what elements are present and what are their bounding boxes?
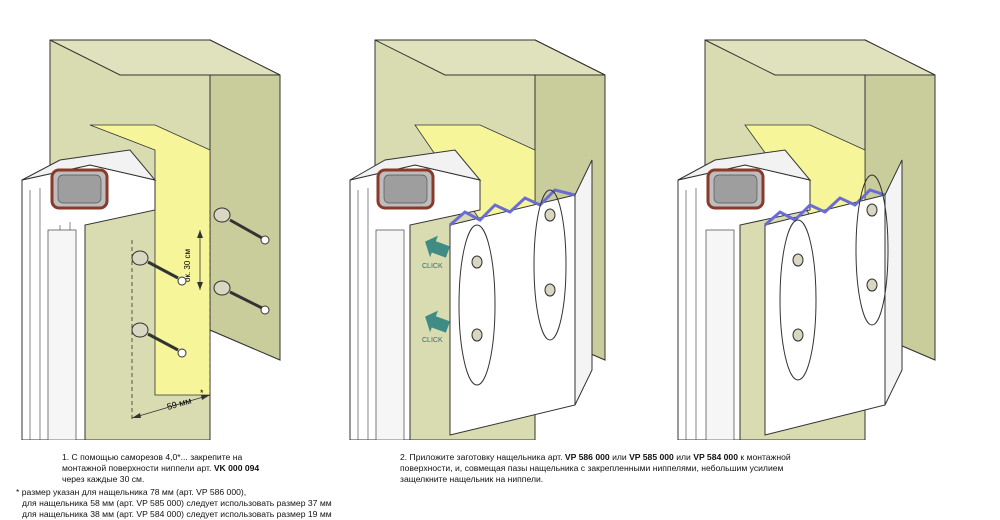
- step2-illustration: CLICK CLICK: [330, 0, 670, 440]
- arrow-icon: [425, 310, 450, 333]
- dimension-vertical: ок. 30 см: [183, 249, 192, 282]
- cover-strip-rail: [449, 188, 576, 227]
- highlight-ellipse-left: [458, 224, 496, 386]
- cover-code-1: VP 586 000: [564, 452, 610, 462]
- nipple-article-code: VK 000 094: [213, 463, 260, 473]
- cover-strip-front: [449, 194, 576, 436]
- cover-strip-front: [764, 194, 886, 436]
- nipple-screw-1: [213, 207, 270, 245]
- arrow-icon: [425, 235, 450, 258]
- dimension-star: *: [200, 388, 204, 398]
- wall-top: [374, 39, 606, 76]
- nipple-screw-2: [131, 250, 187, 286]
- step1-illustration: 59 мм * ок. 30 см: [0, 0, 330, 440]
- click-label-top: CLICK: [422, 263, 443, 270]
- highlight-ellipse-right: [855, 174, 889, 326]
- footnote: * размер указан для нащельника 78 мм (ар…: [16, 487, 332, 519]
- highlight-ellipse-left: [779, 219, 817, 381]
- cover-code-2: VP 585 000: [629, 452, 674, 462]
- nipple-screw-4: [131, 322, 187, 358]
- wall-top: [49, 39, 281, 76]
- cover-strip-rail: [764, 188, 886, 227]
- step2-caption: 2. Приложите заготовку нащельника арт. V…: [400, 452, 791, 484]
- wall-top: [704, 39, 936, 76]
- step3-illustration: [670, 0, 1000, 440]
- highlight-ellipse-right: [533, 189, 567, 341]
- click-label-bottom: CLICK: [422, 337, 443, 344]
- wall-side: [209, 39, 281, 361]
- cover-code-3: VP 584 000: [693, 452, 738, 462]
- step1-caption: 1. С помощью саморезов 4,0*... закрепите…: [62, 452, 260, 484]
- nipple-screw-3: [213, 280, 270, 315]
